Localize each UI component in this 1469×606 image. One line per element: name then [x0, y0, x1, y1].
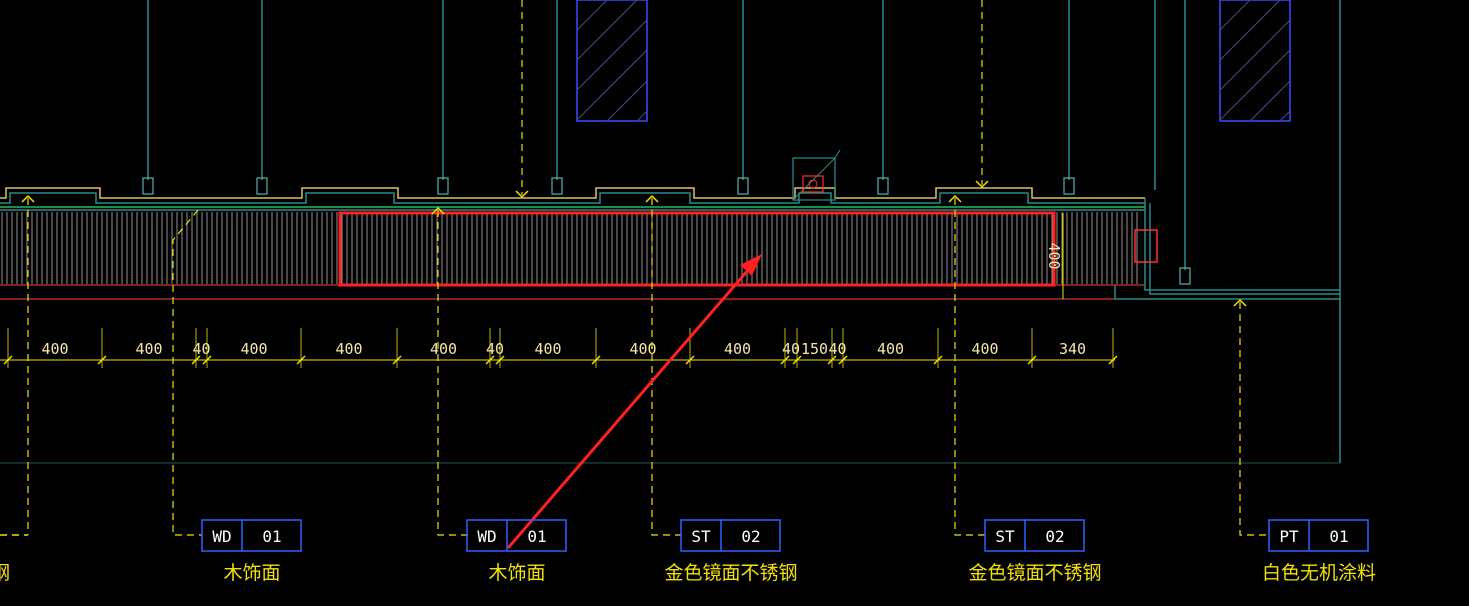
tag-number: 01 [1329, 527, 1348, 546]
material-tag: ST 02 金色镜面不锈钢 [664, 519, 798, 584]
tag-code: WD [477, 527, 496, 546]
dimension-label: 40 [782, 340, 800, 358]
tag-box [201, 519, 302, 552]
tag-box [984, 519, 1085, 552]
material-label: 金色镜面不锈钢 [664, 562, 797, 584]
tag-number: 01 [262, 527, 281, 546]
tag-number: 01 [527, 527, 546, 546]
hanger-clips [142, 177, 1191, 285]
dimension-label: 40 [192, 340, 210, 358]
partial-left-label: 钢 [0, 562, 10, 584]
tag-code: ST [691, 527, 711, 546]
tag-box [466, 519, 567, 552]
light-fixture [792, 149, 841, 201]
hanger-rods [147, 0, 1341, 300]
dimension-label: 40 [828, 340, 846, 358]
leader-arrows [0, 180, 1247, 536]
wall-return [0, 198, 1341, 464]
tag-code: WD [212, 527, 231, 546]
dimension-label: 400 [41, 340, 68, 358]
dimension-label: 400 [724, 340, 751, 358]
tag-code: PT [1279, 527, 1299, 546]
material-label: 金色镜面不锈钢 [968, 562, 1101, 584]
dimension-label: 400 [430, 340, 457, 358]
dimension-label: 400 [135, 340, 162, 358]
tag-box [1268, 519, 1369, 552]
tag-number: 02 [1045, 527, 1064, 546]
dimension-label: 400 [629, 340, 656, 358]
tag-number: 02 [741, 527, 760, 546]
dimension-label: 400 [877, 340, 904, 358]
height-dimension: 400 [1045, 213, 1064, 299]
material-tag: WD 01 木饰面 [201, 519, 302, 584]
ceiling-profile [0, 187, 1145, 211]
dimension-label: 340 [1059, 340, 1086, 358]
tag-code: ST [995, 527, 1015, 546]
annotation-arrow [506, 254, 762, 549]
leader-lines [27, 0, 1270, 536]
material-label: 白色无机涂料 [1262, 562, 1376, 584]
material-tag: ST 02 金色镜面不锈钢 [968, 519, 1102, 584]
dimension-label: 150 [801, 340, 828, 358]
tag-box [680, 519, 781, 552]
dimension-label: 400 [534, 340, 561, 358]
material-tags: WD 01 木饰面 WD 01 木饰面 ST 02 金色镜面不锈钢 ST 02 金色镜面不锈钢 PT 01… [201, 519, 1376, 584]
dimension-label: 40 [486, 340, 504, 358]
column-hatch-left [576, 0, 648, 122]
material-label: 木饰面 [223, 562, 280, 584]
dimension-label: 400 [971, 340, 998, 358]
material-label: 木饰面 [488, 562, 545, 584]
highlight-box [338, 211, 1056, 287]
material-tag: PT 01 白色无机涂料 [1262, 519, 1376, 584]
dimension-label: 400 [240, 340, 267, 358]
column-hatch-right [1219, 0, 1291, 122]
dimension-label: 400 [335, 340, 362, 358]
height-dimension-text: 400 [1045, 242, 1063, 269]
material-tag: WD 01 木饰面 [466, 519, 567, 584]
